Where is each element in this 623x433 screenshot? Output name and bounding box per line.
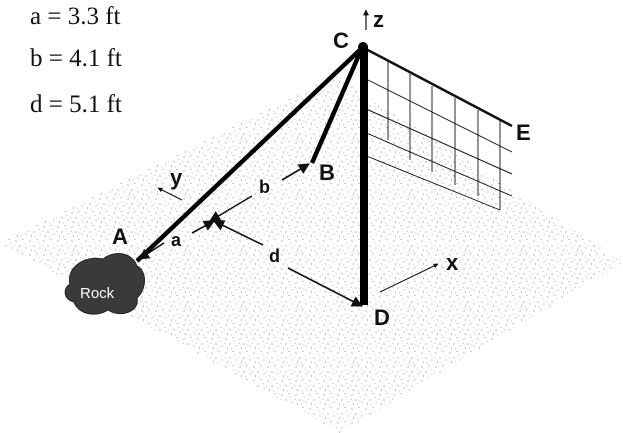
dimension-label-a: a bbox=[171, 230, 182, 250]
cable-ca bbox=[135, 46, 364, 263]
rock-label: Rock bbox=[80, 285, 115, 302]
point-c-dot bbox=[358, 42, 368, 52]
rock bbox=[64, 253, 145, 315]
given-d: d = 5.1 ft bbox=[30, 91, 122, 118]
dimension-label-d: d bbox=[269, 246, 280, 266]
point-label-e: E bbox=[516, 120, 531, 145]
point-label-d: D bbox=[374, 305, 390, 330]
axis-label-x: x bbox=[446, 250, 459, 275]
given-a: a = 3.3 ft bbox=[30, 3, 121, 30]
x-axis-arrow bbox=[379, 263, 439, 293]
axis-label-z: z bbox=[373, 7, 384, 32]
cable-cb bbox=[309, 47, 365, 164]
dimension-d-arrow-2 bbox=[287, 267, 363, 307]
dimension-a-arrow-2 bbox=[191, 220, 215, 234]
point-label-b: B bbox=[319, 160, 335, 185]
dimension-label-b: b bbox=[259, 177, 270, 197]
dimension-a-arrow-1 bbox=[138, 242, 165, 260]
dimension-d-arrow-1 bbox=[212, 220, 264, 246]
given-b: b = 4.1 ft bbox=[30, 45, 122, 72]
fence bbox=[363, 46, 513, 211]
dimension-b-arrow-2 bbox=[281, 163, 310, 181]
dimension-b-arrow-1 bbox=[209, 195, 253, 222]
point-label-c: C bbox=[333, 28, 349, 53]
point-label-a: A bbox=[112, 224, 128, 249]
y-axis-arrow bbox=[157, 187, 183, 201]
axis-label-y: y bbox=[170, 165, 183, 190]
ground-plane bbox=[0, 75, 623, 433]
